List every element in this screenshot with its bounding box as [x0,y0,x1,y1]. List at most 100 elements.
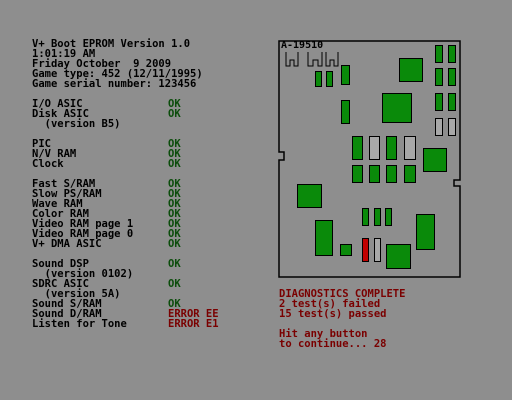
test-status: OK [168,138,181,150]
chip-ok [315,71,322,87]
chip-ok [404,165,416,183]
chip-ok [399,58,423,82]
chip-ok [362,208,369,226]
test-label: Sound D/RAM [32,308,102,320]
game-type: Game type: 452 (12/11/1995) [32,68,203,80]
test-status-error: ERROR EE [168,308,219,320]
test-video-ram-0: Video RAM page 0 OK [32,228,272,240]
test-io-asic: I/O ASIC OK [32,98,272,110]
continue-countdown: to continue... 28 [279,338,387,350]
chip-ok [297,184,322,208]
test-status-error: ERROR E1 [168,318,219,330]
chip-untested [404,136,416,160]
test-label: Disk ASIC [32,108,89,120]
test-label: Clock [32,158,64,170]
chip-ok [374,208,381,226]
test-label: Sound DSP [32,258,89,270]
test-status: OK [168,148,181,160]
test-label: N/V RAM [32,148,77,160]
chip-untested [369,136,380,160]
test-status: OK [168,198,181,210]
chip-ok [341,65,350,85]
test-slow-psram: Slow PS/RAM OK [32,188,272,200]
test-label: SDRC ASIC [32,278,89,290]
test-status: OK [168,258,181,270]
test-fast-sram: Fast S/RAM OK [32,178,272,190]
chip-ok [369,165,380,183]
test-status: OK [168,208,181,220]
chip-ok [386,244,411,269]
game-serial: Game serial number: 123456 [32,78,197,90]
chip-ok [386,136,397,160]
test-label: Fast S/RAM [32,178,96,190]
chip-untested [435,118,443,136]
test-status: OK [168,158,181,170]
tests-passed: 15 test(s) passed [279,308,387,320]
test-sdrc-asic: SDRC ASIC OK [32,278,272,290]
disk-asic-version: (version B5) [32,118,121,130]
board-outline [278,40,461,278]
test-sound-sram: Sound S/RAM OK [32,298,272,310]
chip-ok [340,244,352,256]
diagnostics-title: DIAGNOSTICS COMPLETE [279,288,406,300]
time-display: 1:01:19 AM [32,48,96,60]
test-label: I/O ASIC [32,98,83,110]
test-label: Listen for Tone [32,318,127,330]
test-label: PIC [32,138,51,150]
test-label: Video RAM page 1 [32,218,134,230]
board-label: A-19510 [281,40,324,51]
test-status: OK [168,298,181,310]
chip-ok [352,165,363,183]
chip-ok [352,136,363,160]
test-label: Video RAM page 0 [32,228,134,240]
test-label: Wave RAM [32,198,83,210]
boot-report: V+ Boot EPROM Version 1.0 1:01:19 AM Fri… [32,38,272,330]
chip-ok [435,93,443,111]
chip-ok [386,165,397,183]
chip-ok [341,100,350,124]
test-pic: PIC OK [32,138,272,150]
test-label: Sound S/RAM [32,298,102,310]
test-label: Slow PS/RAM [32,188,102,200]
test-color-ram: Color RAM OK [32,208,272,220]
chip-ok [448,68,456,86]
continue-prompt: Hit any button [279,328,368,340]
test-status: OK [168,218,181,230]
chip-ok [385,208,392,226]
chip-ok [435,45,443,63]
chip-ok [315,220,333,256]
chip-ok [435,68,443,86]
test-nv-ram: N/V RAM OK [32,148,272,160]
chip-ok [326,71,333,87]
date-display: Friday October 9 2009 [32,58,172,70]
eprom-version: V+ Boot EPROM Version 1.0 [32,38,191,50]
chip-ok [448,93,456,111]
test-wave-ram: Wave RAM OK [32,198,272,210]
chip-untested [374,238,381,262]
tests-failed: 2 test(s) failed [279,298,381,310]
test-dma-asic: V+ DMA ASIC OK [32,238,272,250]
chip-ok [382,93,412,123]
chip-untested [448,118,456,136]
test-disk-asic: Disk ASIC OK [32,108,272,120]
test-status: OK [168,228,181,240]
test-status: OK [168,178,181,190]
chip-ok [423,148,447,172]
diagnostics-summary: DIAGNOSTICS COMPLETE 2 test(s) failed 15… [279,288,509,350]
sound-dsp-version: (version 0102) [32,268,134,280]
test-listen-tone: Listen for Tone ERROR E1 [32,318,272,330]
test-sound-dram: Sound D/RAM ERROR EE [32,308,272,320]
test-label: Color RAM [32,208,89,220]
test-sound-dsp: Sound DSP OK [32,258,272,270]
chip-ok [448,45,456,63]
test-status: OK [168,188,181,200]
test-status: OK [168,238,181,250]
test-label: V+ DMA ASIC [32,238,102,250]
test-status: OK [168,278,181,290]
test-clock: Clock OK [32,158,272,170]
test-status: OK [168,98,181,110]
sdrc-asic-version: (version 5A) [32,288,121,300]
test-video-ram-1: Video RAM page 1 OK [32,218,272,230]
test-status: OK [168,108,181,120]
circuit-board-diagram: A-19510 [278,40,461,278]
